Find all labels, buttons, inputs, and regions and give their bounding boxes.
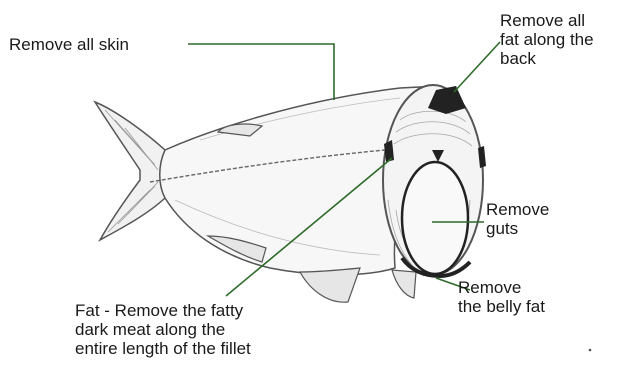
back-fat-leader [454,42,500,92]
remove-back-fat-label: Remove all fat along the back [500,11,594,68]
skin-leader [188,44,334,100]
stray-dot [589,349,592,352]
remove-guts-label: Remove guts [486,200,549,238]
remove-skin-label: Remove all skin [9,35,129,54]
tail-fin [95,102,170,240]
anal-fin [300,268,360,302]
gut-cavity [402,162,468,274]
remove-belly-fat-label: Remove the belly fat [458,278,545,316]
adipose-fin [392,270,416,298]
dark-meat-label: Fat - Remove the fatty dark meat along t… [75,301,251,358]
